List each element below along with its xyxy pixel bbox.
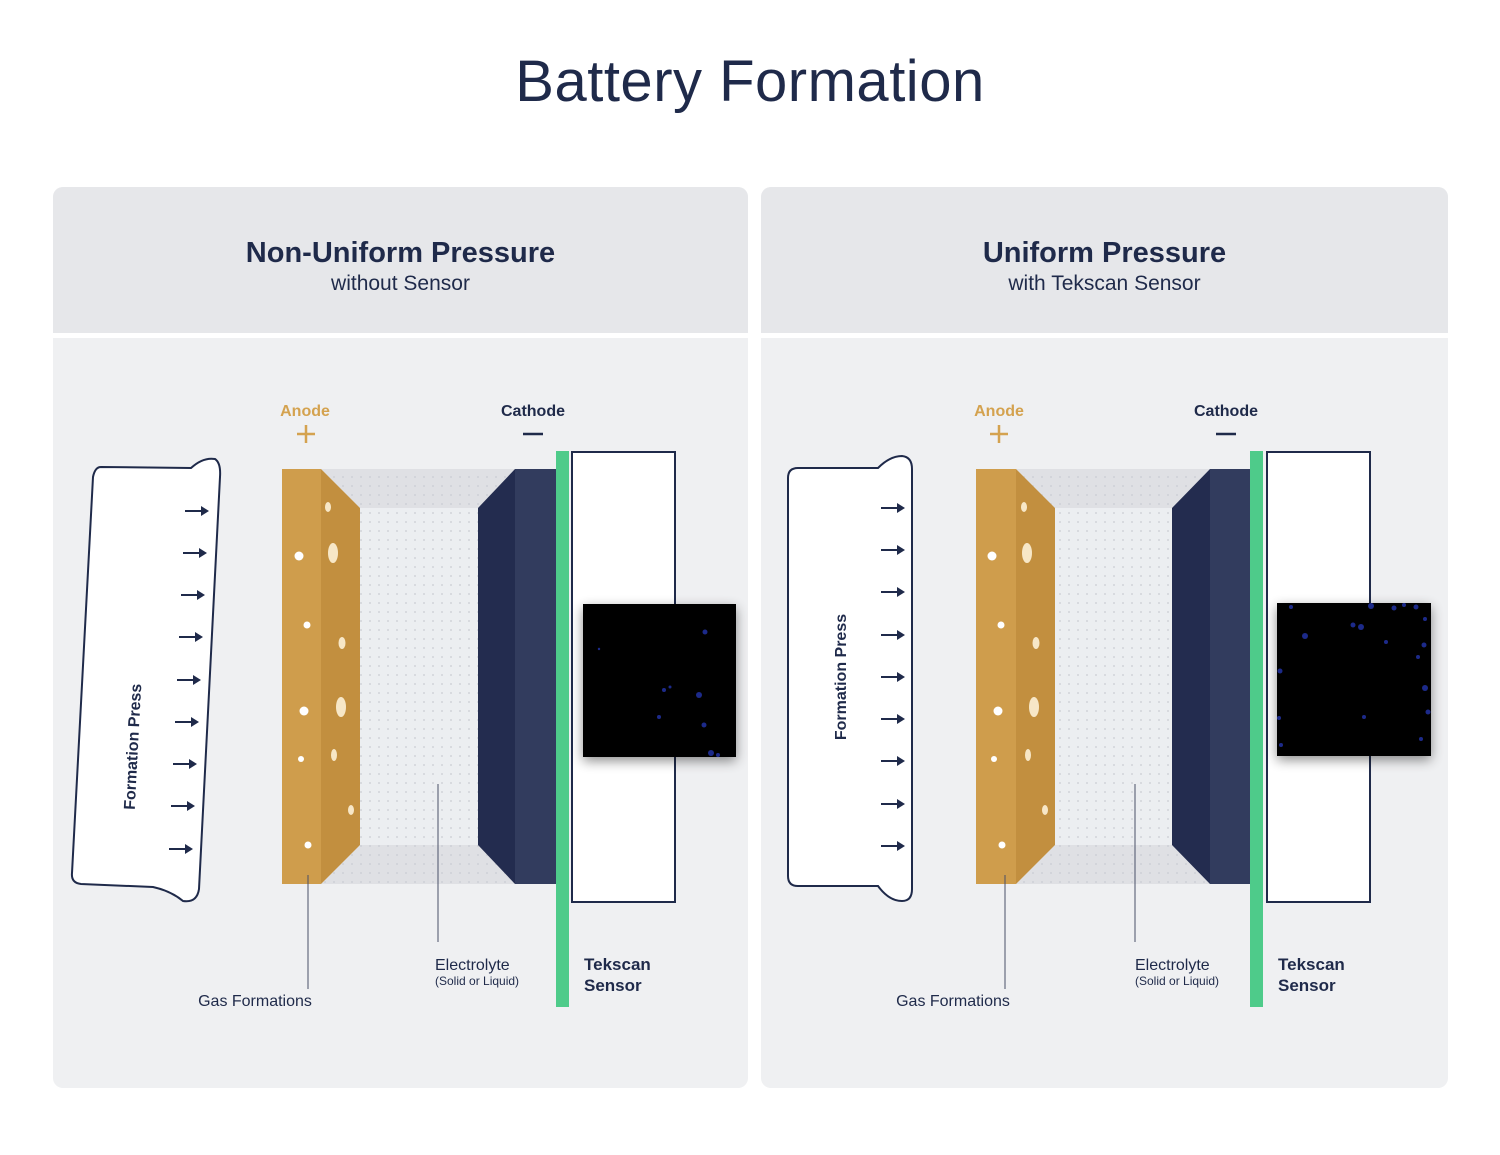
cathode-label: Cathode <box>501 403 565 420</box>
gas-bubbles <box>987 502 1048 849</box>
battery-diagram: Formation Press <box>787 403 1431 1010</box>
arrow-icon <box>175 717 199 727</box>
pressure-map <box>1277 603 1431 756</box>
arrow-icon <box>881 841 905 851</box>
gas-formations-label: Gas Formations <box>198 993 312 1010</box>
panel-non-uniform: Non-Uniform Pressure without Sensor Form… <box>53 187 748 1088</box>
plus-icon <box>990 425 1008 443</box>
gas-formations-label: Gas Formations <box>896 993 1010 1010</box>
arrow-icon <box>881 799 905 809</box>
gas-bubbles <box>294 502 354 849</box>
battery-diagram: Formation Press <box>70 403 736 1010</box>
press-label: Formation Press <box>833 614 850 740</box>
pressure-arrows <box>169 506 209 854</box>
sensor-label-line2: Sensor <box>584 976 642 995</box>
panel-uniform: Uniform Pressure with Tekscan Sensor For… <box>761 187 1448 1088</box>
plus-icon <box>297 425 315 443</box>
arrow-icon <box>171 801 195 811</box>
anode <box>976 469 1055 884</box>
panel-heading: Non-Uniform Pressure <box>245 237 556 269</box>
tekscan-sensor-strip <box>1250 451 1263 1007</box>
arrow-icon <box>881 630 905 640</box>
panel-header: Uniform Pressure with Tekscan Sensor <box>761 187 1448 338</box>
arrow-icon <box>881 756 905 766</box>
electrolyte-label: Electrolyte <box>1135 957 1210 974</box>
arrow-icon <box>881 503 905 513</box>
sensor-label-line2: Sensor <box>1278 976 1336 995</box>
anode <box>282 469 360 884</box>
pressure-arrows <box>881 503 905 851</box>
press-label: Formation Press <box>122 683 146 810</box>
electrolyte-label: Electrolyte <box>435 957 510 974</box>
panel-subheading: with Tekscan Sensor <box>1008 272 1201 295</box>
arrow-icon <box>881 545 905 555</box>
arrow-icon <box>173 759 197 769</box>
tekscan-sensor-strip <box>556 451 569 1007</box>
arrow-icon <box>177 675 201 685</box>
arrow-icon <box>169 844 193 854</box>
arrow-icon <box>881 587 905 597</box>
cathode-label: Cathode <box>1194 403 1258 420</box>
pressure-map <box>583 604 736 757</box>
arrow-icon <box>185 506 209 516</box>
arrow-icon <box>881 672 905 682</box>
panel-subheading: without Sensor <box>331 272 470 295</box>
sensor-label-line1: Tekscan <box>584 955 651 974</box>
page-title: Battery Formation <box>515 49 985 114</box>
electrolyte-note: (Solid or Liquid) <box>1135 974 1219 988</box>
panel-heading: Uniform Pressure <box>982 237 1227 269</box>
cathode <box>1172 469 1250 884</box>
anode-label: Anode <box>974 403 1024 420</box>
cathode <box>478 469 556 884</box>
arrow-icon <box>181 590 205 600</box>
formation-press: Formation Press <box>70 457 222 903</box>
arrow-icon <box>881 714 905 724</box>
anode-label: Anode <box>280 403 330 420</box>
sensor-label-line1: Tekscan <box>1278 955 1345 974</box>
panel-header: Non-Uniform Pressure without Sensor <box>53 187 748 338</box>
arrow-icon <box>183 548 207 558</box>
formation-press: Formation Press <box>787 454 913 903</box>
arrow-icon <box>179 632 203 642</box>
electrolyte-note: (Solid or Liquid) <box>435 974 519 988</box>
